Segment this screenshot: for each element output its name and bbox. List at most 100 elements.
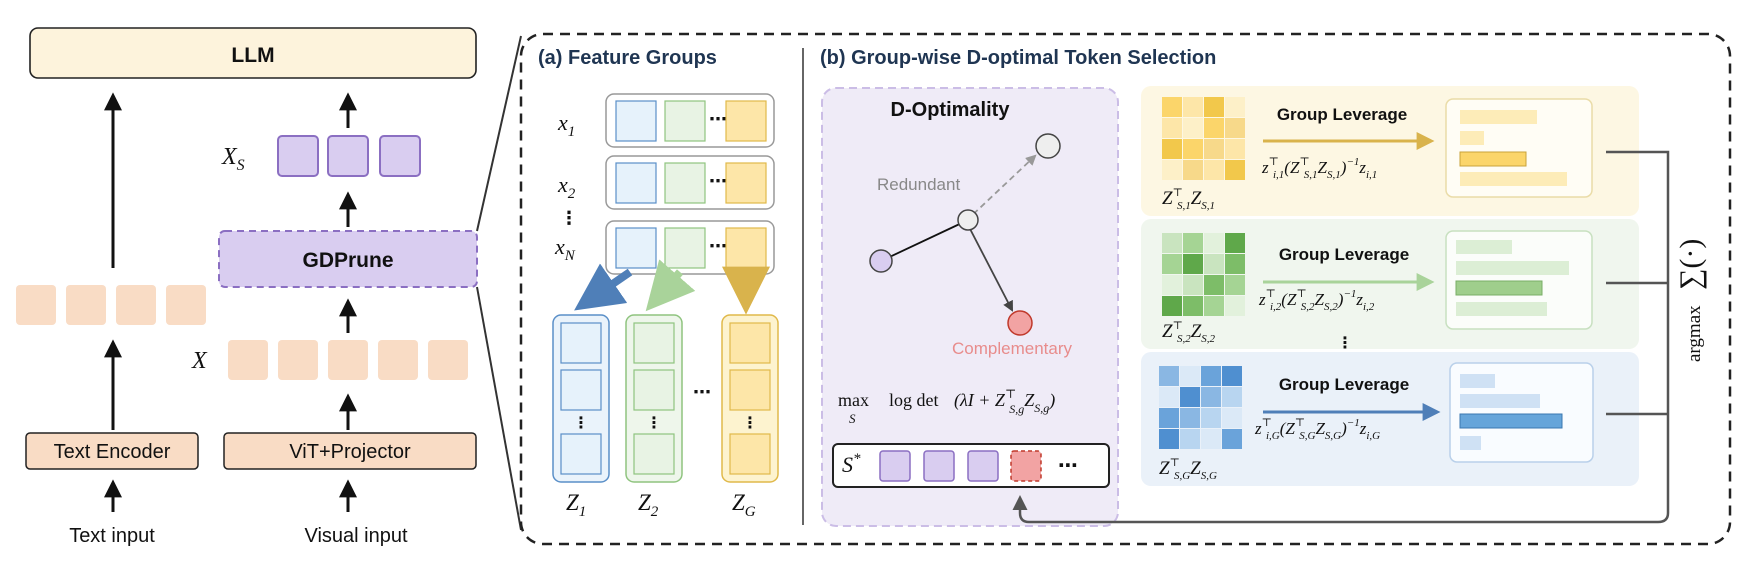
svg-text:max: max: [838, 390, 869, 410]
heatmap-cell: [1183, 275, 1203, 295]
svg-text:∑(·): ∑(·): [1674, 239, 1707, 290]
arrow-to-z1: [574, 263, 633, 311]
zoom-line-top: [476, 35, 522, 232]
group-leverage-label-G: Group Leverage: [1279, 375, 1409, 394]
heatmap-cell: [1159, 408, 1179, 428]
heatmap-cell: [1183, 97, 1203, 117]
svg-text:log det: log det: [889, 390, 939, 410]
heatmap-cell: [1204, 139, 1224, 159]
groups-ellipsis: ⋯: [693, 382, 711, 402]
heatmap-cell: [1225, 296, 1245, 316]
s-star-label: S*: [842, 451, 861, 477]
x-token: [228, 340, 268, 380]
vector-complementary: [967, 224, 1013, 312]
heatmap-cell: [1180, 408, 1200, 428]
group-z2: ⋮: [625, 314, 683, 483]
panel-a-title: (a) Feature Groups: [538, 47, 717, 69]
row-label-x1: x1: [557, 110, 575, 140]
heatmap-cell: [1204, 97, 1224, 117]
heatmap-cell: [1225, 160, 1245, 180]
row-label-xN: xN: [554, 234, 576, 264]
heatmap-cell: [1201, 429, 1221, 449]
selected-token: [967, 450, 999, 482]
visual-input-label: Visual input: [304, 525, 407, 547]
new-selected-token: [1010, 450, 1042, 482]
llm-box: [29, 27, 477, 79]
group-zG: ⋮: [721, 314, 779, 483]
x-token: [328, 340, 368, 380]
heatmap-cell: [1180, 429, 1200, 449]
heatmap-cell: [1201, 366, 1221, 386]
heatmap-cell: [1225, 254, 1245, 274]
xs-label: XS: [221, 144, 245, 174]
heatmap-cell: [1162, 254, 1182, 274]
heatmap-cell: [1201, 408, 1221, 428]
objective-formula: max S log det (λI + Z⊤S,gZS,g): [838, 387, 1055, 426]
heatmap-cell: [1183, 160, 1203, 180]
heatmap-cell: [1162, 97, 1182, 117]
heatmap-cell: [1204, 275, 1224, 295]
x-token: [278, 340, 318, 380]
s-star-ellipsis: ⋯: [1058, 455, 1078, 477]
redundant-label: Redundant: [877, 175, 960, 194]
heatmap-cell: [1225, 118, 1245, 138]
d-optimality-title: D-Optimality: [891, 99, 1011, 121]
text-token: [66, 285, 106, 325]
heatmap-cell: [1222, 366, 1242, 386]
aggregate-line-1: [1606, 150, 1670, 513]
origin-node: [869, 249, 893, 273]
selected-token: [923, 450, 955, 482]
argmax-sum-label: argmax ∑(·): [1674, 239, 1707, 362]
leverage-card-G: [1449, 362, 1594, 463]
token-row-2: ⋯: [605, 155, 775, 210]
svg-text:(λI + Z⊤S,gZS,g): (λI + Z⊤S,gZS,g): [954, 387, 1055, 416]
feedback-arrow: [1012, 495, 1670, 524]
heatmap-cell: [1201, 387, 1221, 407]
heatmap-cell: [1159, 387, 1179, 407]
heatmap-group-1: [1162, 97, 1245, 180]
heatmap-cell: [1162, 118, 1182, 138]
heatmap-cell: [1204, 296, 1224, 316]
leverage-card-1: [1445, 98, 1593, 198]
row-vdots: ⋮: [560, 208, 578, 228]
heatmap-group-G: [1159, 366, 1242, 449]
vit-label: ViT+Projector: [289, 441, 411, 463]
leverage-card-2: [1445, 230, 1593, 330]
heatmap-cell: [1222, 387, 1242, 407]
group-leverage-label-2: Group Leverage: [1279, 245, 1409, 264]
svg-text:⋮: ⋮: [646, 415, 662, 432]
svg-text:⋮: ⋮: [742, 415, 758, 432]
svg-text:⋯: ⋯: [709, 171, 727, 191]
vit-box: [223, 432, 477, 470]
xs-token: [327, 135, 369, 177]
d-optimality-box: [821, 87, 1119, 527]
complementary-node: [1007, 310, 1033, 336]
arrow-to-z2: [645, 259, 696, 312]
heatmap-cell: [1180, 366, 1200, 386]
text-encoder-box: [25, 432, 199, 470]
xs-token: [379, 135, 421, 177]
heatmap-cell: [1162, 296, 1182, 316]
heatmap-cell: [1225, 139, 1245, 159]
gdprune-box: [218, 230, 478, 288]
heatmap-cell: [1204, 160, 1224, 180]
svg-text:⋮: ⋮: [573, 415, 589, 432]
text-token: [116, 285, 156, 325]
heatmap-cell: [1183, 296, 1203, 316]
heatmap-cell: [1183, 254, 1203, 274]
heatmap-cell: [1225, 233, 1245, 253]
heatmap-cell: [1204, 254, 1224, 274]
group-label-zG: ZG: [732, 490, 756, 520]
zoom-line-bottom: [476, 286, 522, 531]
leverage-formula-G: z⊤i,G(Z⊤S,GZS,G)−1zi,G: [1254, 417, 1380, 442]
redundant-node: [1035, 133, 1061, 159]
vector-base: [880, 220, 967, 262]
heatmap-cell: [1183, 139, 1203, 159]
heatmap-cell: [1162, 139, 1182, 159]
group-z1: ⋮: [552, 314, 610, 483]
x-label: X: [191, 348, 208, 374]
heatmap-cell: [1180, 387, 1200, 407]
text-encoder-label: Text Encoder: [54, 441, 171, 463]
matrix-label-1: Z⊤S,1ZS,1: [1162, 187, 1215, 212]
text-token: [166, 285, 206, 325]
